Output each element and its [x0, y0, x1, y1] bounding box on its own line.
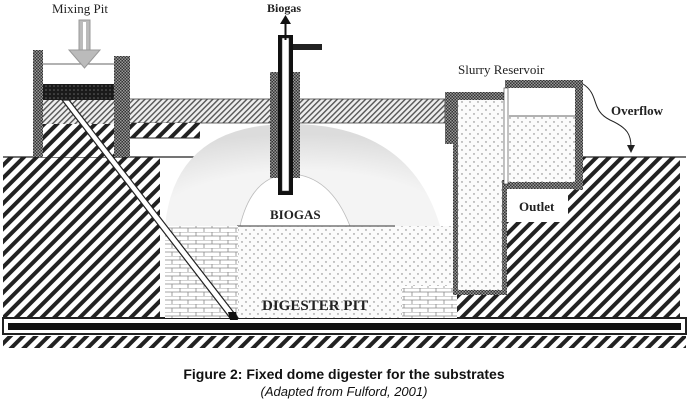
label-outlet: Outlet [519, 199, 555, 214]
outlet-channel [453, 100, 507, 295]
digester-dome [165, 124, 440, 227]
label-biogas-outlet: Biogas [267, 1, 301, 15]
inlet-pipe [60, 99, 240, 320]
slurry-reservoir [445, 80, 583, 221]
biogas-up-arrow [280, 15, 291, 40]
mixing-pit [33, 50, 130, 157]
foundation-slab [2, 317, 687, 335]
overflow-arrow [582, 83, 635, 153]
label-mixing-pit: Mixing Pit [52, 1, 108, 16]
ground-right [455, 156, 686, 320]
label-overflow: Overflow [611, 103, 664, 118]
figure-caption-source: (Adapted from Fulford, 2001) [260, 384, 428, 399]
figure-caption-title: Figure 2: Fixed dome digester for the su… [183, 366, 505, 382]
gas-pipe [270, 35, 322, 195]
label-slurry-reservoir: Slurry Reservoir [458, 62, 545, 77]
feed-down-arrow [67, 19, 102, 69]
brick-wall-right [402, 286, 457, 318]
label-digester-pit: DIGESTER PIT [262, 298, 368, 314]
ground-bottom [3, 336, 686, 348]
label-biogas-dome: BIOGAS [270, 207, 321, 222]
